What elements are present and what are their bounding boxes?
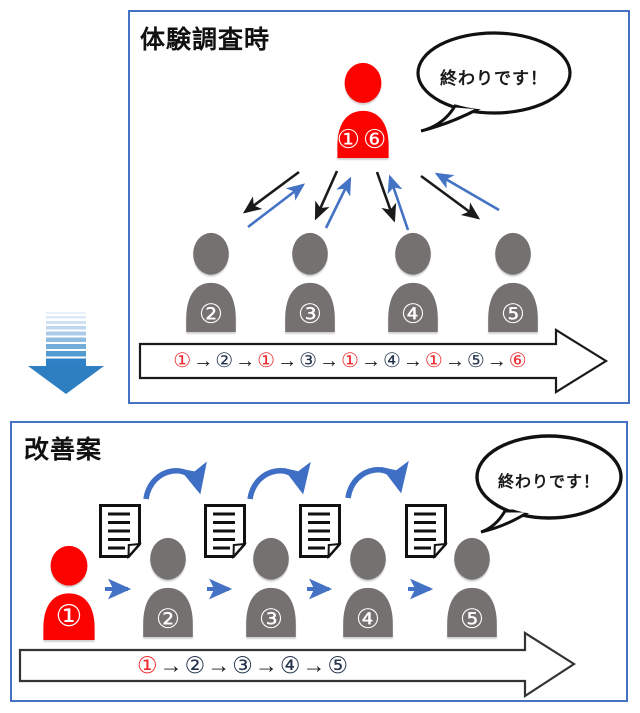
- before-member-person-5: ⑤: [482, 232, 544, 332]
- before-communication-arrows: [242, 170, 500, 231]
- sequence-token: ①: [257, 350, 276, 372]
- sequence-token: →: [444, 350, 465, 372]
- before-speech-bubble: [416, 31, 572, 133]
- member-label: ③: [297, 299, 323, 329]
- before-sequence: ①→②→①→③→①→④→①→⑤→⑥: [150, 344, 550, 378]
- before-bubble-text: 終わりです！: [440, 69, 548, 88]
- sequence-token: ③: [299, 350, 318, 372]
- sequence-token: ②: [184, 652, 206, 678]
- sequence-token: →: [402, 350, 423, 372]
- sequence-token: ①: [424, 350, 443, 372]
- before-member-person-3: ③: [279, 232, 341, 332]
- sequence-token: →: [360, 350, 381, 372]
- member-icon: [488, 232, 538, 332]
- sequence-token: ①: [341, 350, 359, 372]
- member-to-leader-arrows: [247, 172, 500, 231]
- before-member-person-4: ④: [382, 232, 444, 332]
- after-member-person-3: ③: [240, 537, 302, 637]
- member-label: ④: [355, 604, 381, 634]
- sequence-token: ①: [136, 652, 158, 678]
- sequence-token: →: [302, 652, 326, 678]
- member-icon: [186, 232, 236, 332]
- leader-label: ①⑥: [336, 124, 390, 154]
- after-handoff-arcs: [143, 460, 409, 500]
- after-member-person-5: ⑤: [441, 537, 503, 637]
- member-icon: [143, 537, 193, 637]
- sequence-token: →: [207, 652, 231, 678]
- member-label: ④: [400, 299, 426, 329]
- sequence-token: ⑤: [327, 652, 349, 678]
- document-icon: [405, 504, 448, 560]
- sequence-token: →: [486, 350, 507, 372]
- member-icon: [246, 537, 296, 637]
- sequence-token: ④: [382, 350, 401, 372]
- after-sequence: ①→②→③→④→⑤: [20, 649, 465, 682]
- before-flow-arrow: [138, 328, 609, 394]
- member-icon: [388, 232, 438, 332]
- sequence-token: ⑤: [466, 350, 485, 372]
- document-icon: [99, 504, 142, 560]
- document-icon: [299, 504, 342, 560]
- after-speech-bubble: [475, 434, 623, 534]
- sequence-token: →: [193, 350, 214, 372]
- document-icon: [204, 504, 247, 560]
- after-member-person-4: ④: [337, 537, 399, 637]
- member-icon: [343, 537, 393, 637]
- member-label: ⑤: [500, 299, 526, 329]
- down-arrow-icon: [28, 312, 104, 394]
- sequence-token: ⑥: [508, 350, 527, 372]
- after-leader-person: ①: [37, 545, 101, 640]
- sequence-token: ①: [173, 350, 192, 372]
- sequence-token: ③: [232, 652, 253, 678]
- member-icon: [285, 232, 335, 332]
- member-icon: [447, 537, 497, 637]
- member-label: ②: [155, 604, 181, 634]
- after-panel-title: 改善案: [24, 436, 103, 464]
- leader-to-member-arrows: [242, 170, 481, 223]
- before-panel-title: 体験調査時: [140, 26, 271, 54]
- sequence-token: ②: [215, 350, 234, 372]
- after-bubble-text: 終わりです！: [497, 474, 600, 491]
- sequence-token: →: [277, 350, 298, 372]
- sequence-token: →: [235, 350, 256, 372]
- leader-label: ①: [55, 600, 83, 633]
- member-label: ③: [258, 604, 284, 634]
- before-member-person-2: ②: [180, 232, 242, 332]
- sequence-token: →: [319, 350, 340, 372]
- sequence-token: ④: [279, 652, 301, 678]
- member-label: ⑤: [459, 604, 485, 634]
- leader-icon: [43, 545, 95, 640]
- sequence-token: →: [159, 652, 183, 678]
- leader-icon: [337, 62, 389, 158]
- after-pass-arrows: [105, 578, 434, 600]
- before-leader-person: ①⑥: [331, 62, 395, 158]
- member-label: ②: [198, 299, 224, 329]
- after-flow-arrow: [18, 631, 577, 699]
- after-member-person-2: ②: [137, 537, 199, 637]
- sequence-token: →: [254, 652, 278, 678]
